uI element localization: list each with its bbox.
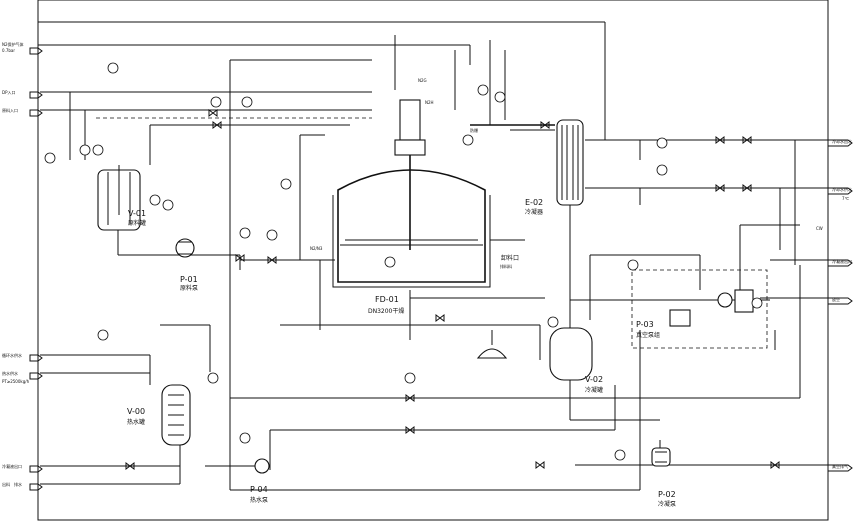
fd01-tag: FD-01 (375, 295, 399, 304)
vacuum-skid-boundary (631, 269, 768, 349)
valves (125, 109, 780, 470)
v02-tank: V-02 冷凝罐 (549, 327, 603, 394)
stream-hw-flow: PT≥2500kg/h (2, 379, 30, 384)
rupture-label: 防爆 (470, 127, 478, 133)
stream-feed: 原料入口 (2, 107, 18, 113)
v00-tag: V-00 (127, 407, 145, 416)
p01-name: 原料泵 (180, 284, 198, 292)
p01-tag: P-01 (180, 275, 198, 284)
flow-hint-label: 排料料 (500, 263, 512, 269)
stream-cond-out-right: 冷凝液出口 (832, 258, 852, 264)
p03-tag: P-03 (636, 320, 654, 329)
drawing-border (37, 0, 829, 521)
nozzle-label-top1: N2G (418, 78, 427, 83)
stream-cw-return: 冷却水回水 (832, 138, 852, 144)
v00-tank: V-00 热水罐 (127, 384, 191, 446)
v00-name: 热水罐 (127, 418, 145, 426)
p04-tag: P-04 (250, 485, 268, 494)
stream-dp: DP入口 (2, 90, 16, 95)
e02-tag: E-02 (525, 198, 543, 207)
discharge-label: 卸料口 (501, 254, 519, 262)
v01-tank: V-01 原料罐 (97, 165, 146, 231)
p03-vacuum-pump: P-03 真空泵组 (636, 289, 754, 339)
stream-hw-supply: 热水供水 (2, 370, 18, 376)
stream-drain: 排水 (14, 481, 22, 487)
v01-name: 原料罐 (128, 219, 146, 227)
stream-cond-out: 冷凝液出口 (2, 463, 22, 469)
p03-name: 真空泵组 (636, 331, 660, 339)
stream-vent: 放空 (832, 296, 840, 302)
p02-pump: P-02 冷凝泵 (651, 447, 676, 508)
instrument-bubbles (44, 62, 763, 461)
p04-name: 热水泵 (250, 496, 268, 504)
v02-name: 冷凝罐 (585, 386, 603, 394)
discharge-cone (476, 348, 508, 359)
stream-cw-supply: 循环水供水 (2, 352, 22, 358)
stream-arrows (29, 47, 853, 491)
p04-pump: P-04 热水泵 (250, 458, 270, 504)
v01-tag: V-01 (128, 209, 146, 218)
pipe-network (38, 21, 828, 491)
p01-pump: P-01 原料泵 (175, 238, 198, 292)
stream-n2-pressure: 0.7bar (2, 48, 15, 53)
nozzle-label-top2: N2H (425, 100, 434, 105)
e02-name: 冷凝器 (525, 208, 543, 216)
stream-cw-temp: 7℃ (842, 196, 850, 201)
cw-label: CW (816, 226, 823, 231)
p02-tag: P-02 (658, 490, 676, 499)
v02-tag: V-02 (585, 375, 603, 384)
stream-out: 出料 (2, 481, 10, 487)
e02-condenser: E-02 冷凝器 (525, 119, 584, 216)
stream-n2: N2保护气体 (2, 41, 24, 47)
stream-vac-exhaust: 真空排气 (832, 463, 848, 469)
fd01-dryer: FD-01 DN3200干燥 卸料口 N2G N2H N2/N3 (310, 78, 525, 315)
stream-cw-supply-right: 冷却水供水 (832, 186, 852, 192)
p02-name: 冷凝泵 (658, 500, 676, 508)
nozzle-label-mid: N2/N3 (310, 246, 323, 251)
fd01-name: DN3200干燥 (368, 307, 404, 315)
